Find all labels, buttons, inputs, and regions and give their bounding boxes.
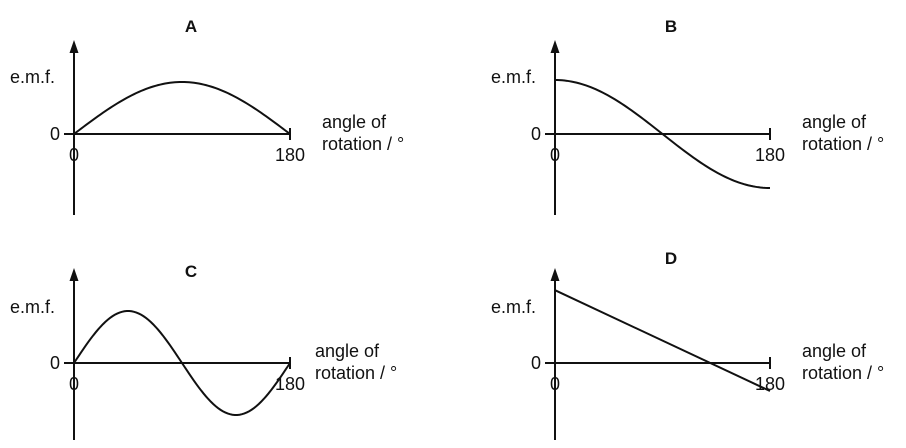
emf-curve (554, 79, 771, 189)
x-tick-label-0: 0 (69, 374, 79, 394)
x-tick-label-180: 180 (275, 374, 305, 394)
y-axis-label: e.m.f. (491, 297, 536, 317)
y-axis-arrow (550, 268, 560, 281)
x-tick-label-0: 0 (550, 145, 560, 165)
y-tick-label-0: 0 (50, 124, 60, 144)
x-axis-label-line-2: rotation / ° (802, 134, 884, 154)
y-tick-label-0: 0 (50, 353, 60, 373)
x-tick-label-180: 180 (755, 374, 785, 394)
x-tick-label-0: 0 (69, 145, 79, 165)
y-axis-arrow (550, 40, 560, 53)
y-axis-arrow (69, 268, 79, 281)
x-axis-label-line-2: rotation / ° (802, 363, 884, 383)
x-tick-label-180: 180 (755, 145, 785, 165)
panel-title: D (665, 249, 677, 268)
x-tick-label-0: 0 (550, 374, 560, 394)
x-axis-label-line-1: angle of (802, 112, 867, 132)
y-axis-label: e.m.f. (10, 297, 55, 317)
y-tick-label-0: 0 (531, 353, 541, 373)
y-axis-label: e.m.f. (491, 67, 536, 87)
panel-title: C (185, 262, 197, 281)
x-axis-label-line-1: angle of (322, 112, 387, 132)
y-axis-label: e.m.f. (10, 67, 55, 87)
panel-title: B (665, 17, 677, 36)
x-tick-label-180: 180 (275, 145, 305, 165)
y-tick-label-0: 0 (531, 124, 541, 144)
emf-curve (73, 310, 291, 416)
y-axis-arrow (69, 40, 79, 53)
panel-title: A (185, 17, 197, 36)
emf-curve (73, 80, 291, 135)
x-axis-label-line-1: angle of (802, 341, 867, 361)
x-axis-label-line-2: rotation / ° (322, 134, 404, 154)
x-axis-label-line-2: rotation / ° (315, 363, 397, 383)
x-axis-label-line-1: angle of (315, 341, 380, 361)
emf-curve (554, 289, 771, 392)
